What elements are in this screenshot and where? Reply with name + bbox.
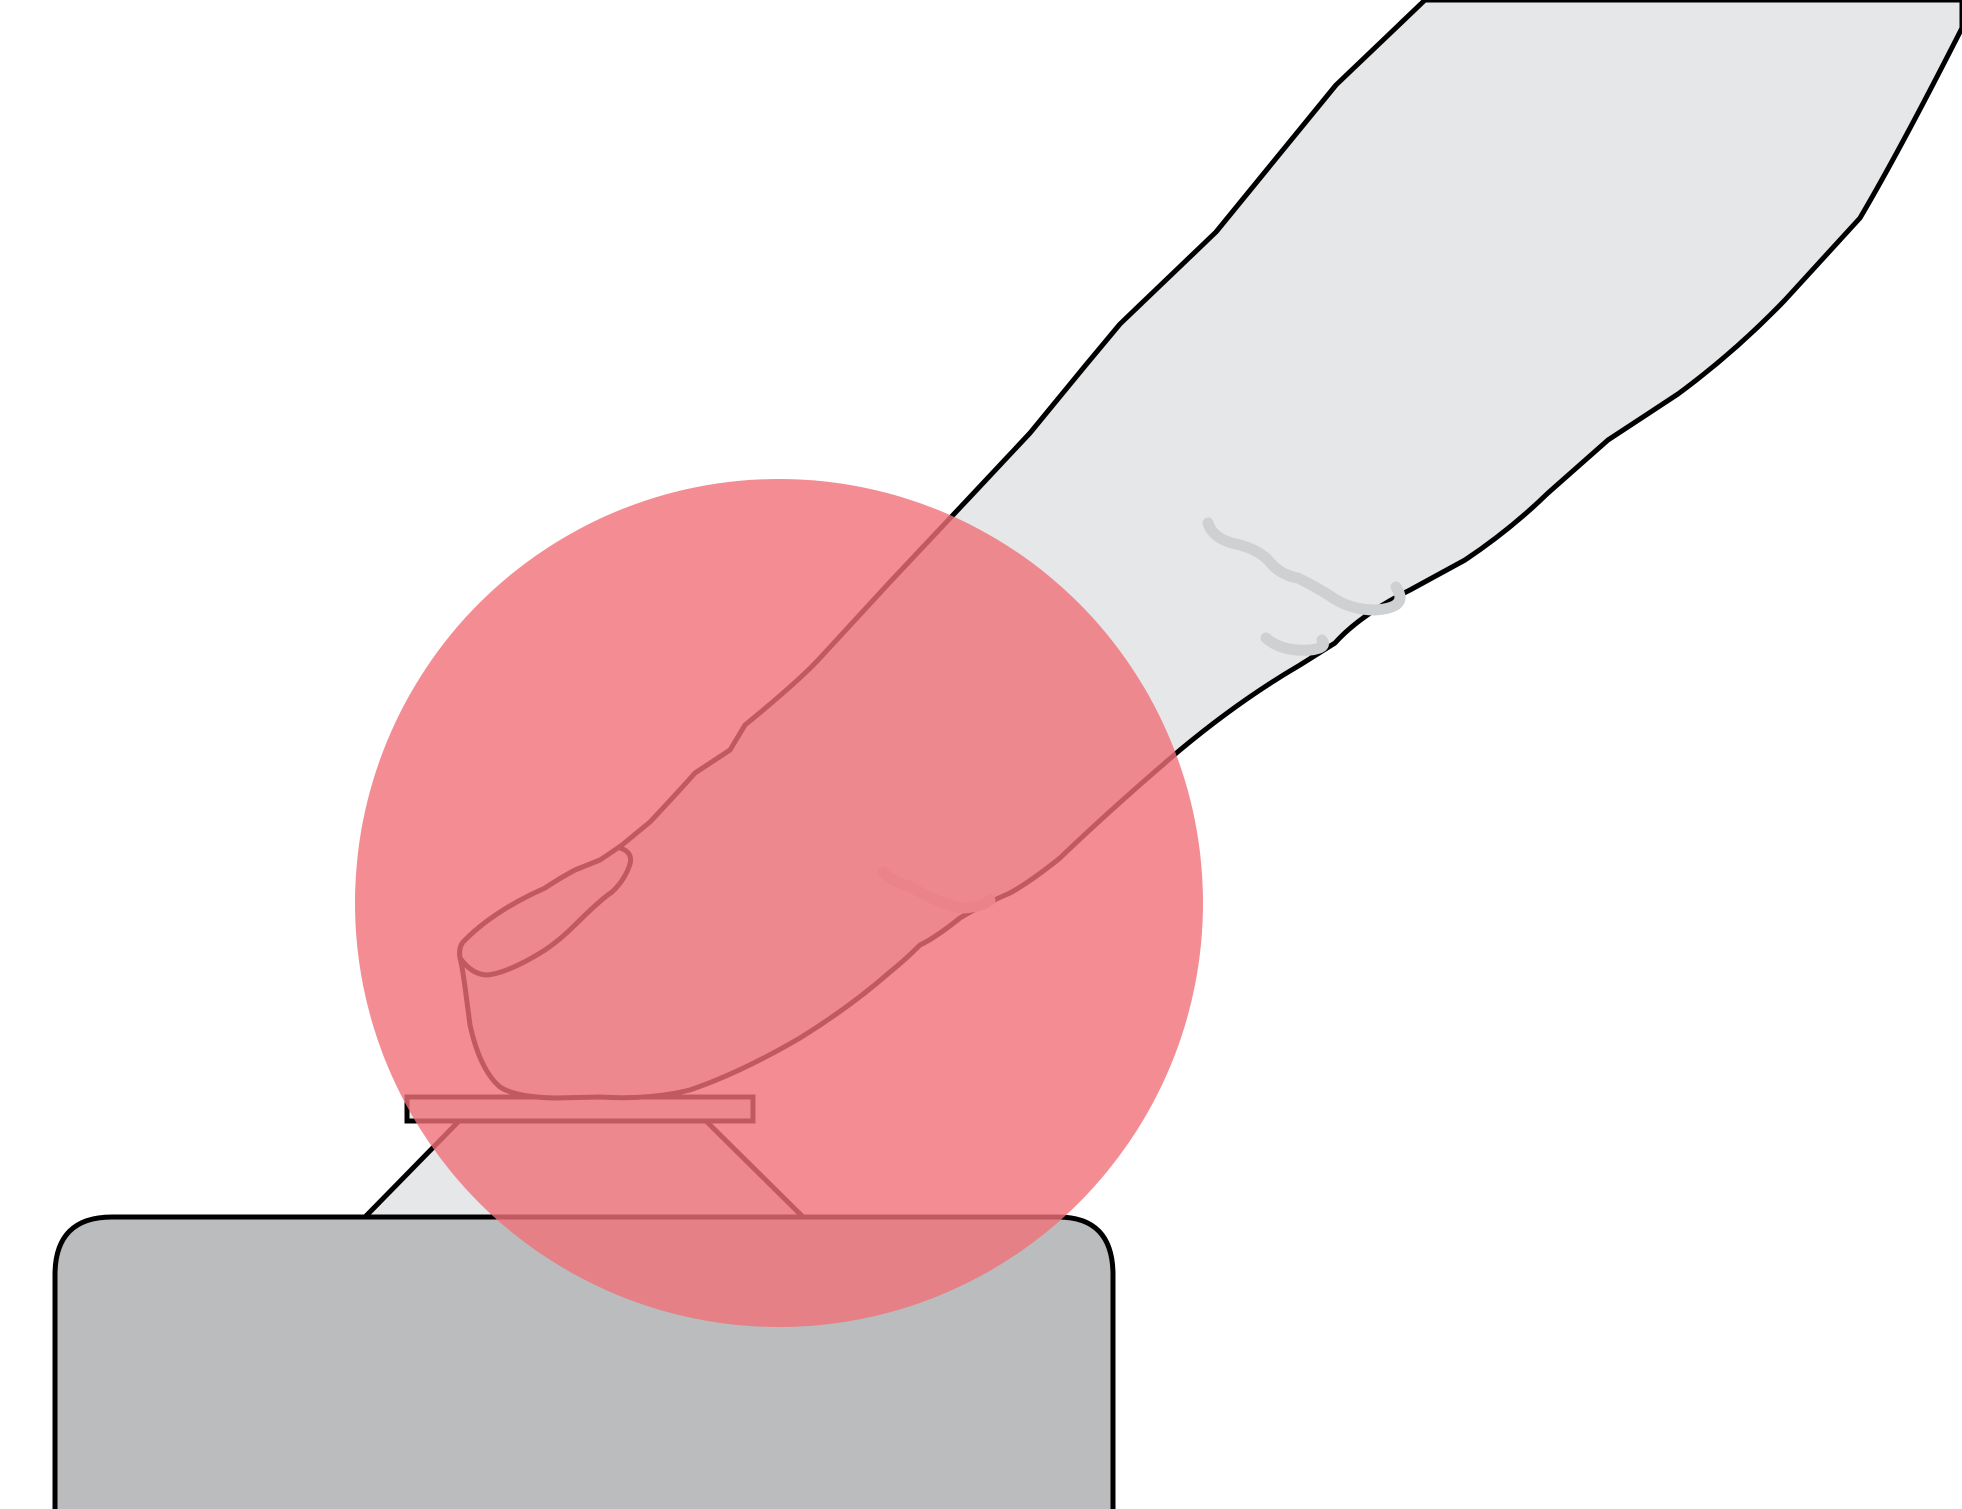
wrist-crease-upper [1202,517,1406,616]
press-highlight-circle [355,479,1203,1327]
wrist-crease-lower [1260,632,1329,656]
